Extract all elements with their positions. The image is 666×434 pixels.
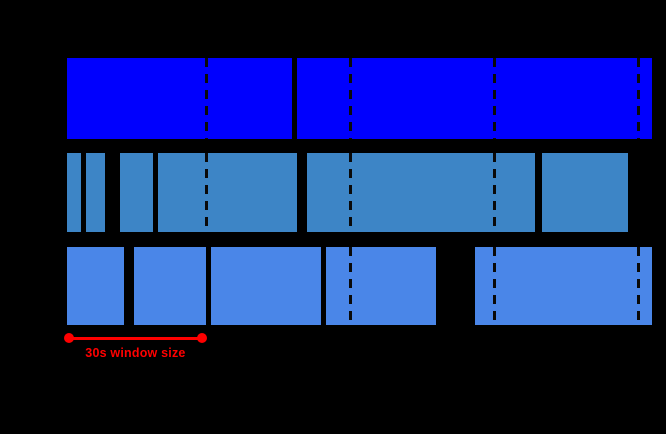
- window-boundary-dashed-line: [636, 58, 640, 139]
- track-top-segment: [66, 58, 293, 139]
- window-boundary-dashed-line: [348, 247, 352, 325]
- window-boundary-dashed-line: [492, 247, 496, 325]
- track-middle-segment: [158, 153, 298, 232]
- track-bottom-segment: [210, 247, 322, 325]
- track-middle-segment: [66, 153, 82, 232]
- window-boundary-dashed-line: [348, 58, 352, 139]
- window-boundary-dashed-line: [636, 247, 640, 325]
- window-boundary-dashed-line: [492, 58, 496, 139]
- track-bottom-segment: [474, 247, 653, 325]
- window-size-arrow-line: [68, 336, 203, 340]
- track-bottom-segment: [326, 247, 437, 325]
- track-top-segment: [297, 58, 653, 139]
- track-middle-segment: [86, 153, 106, 232]
- window-size-arrow-left-endpoint: [63, 333, 74, 343]
- window-boundary-dashed-line: [204, 153, 208, 232]
- window-boundary-dashed-line: [204, 58, 208, 139]
- track-middle-segment: [542, 153, 629, 232]
- window-size-label: 30s window size: [85, 346, 186, 360]
- track-middle-segment: [119, 153, 154, 232]
- window-size-arrow-right-endpoint: [197, 333, 208, 343]
- track-bottom-segment: [134, 247, 206, 325]
- window-boundary-dashed-line: [348, 153, 352, 232]
- window-boundary-dashed-line: [492, 153, 496, 232]
- track-middle-segment: [306, 153, 535, 232]
- track-bottom-segment: [66, 247, 125, 325]
